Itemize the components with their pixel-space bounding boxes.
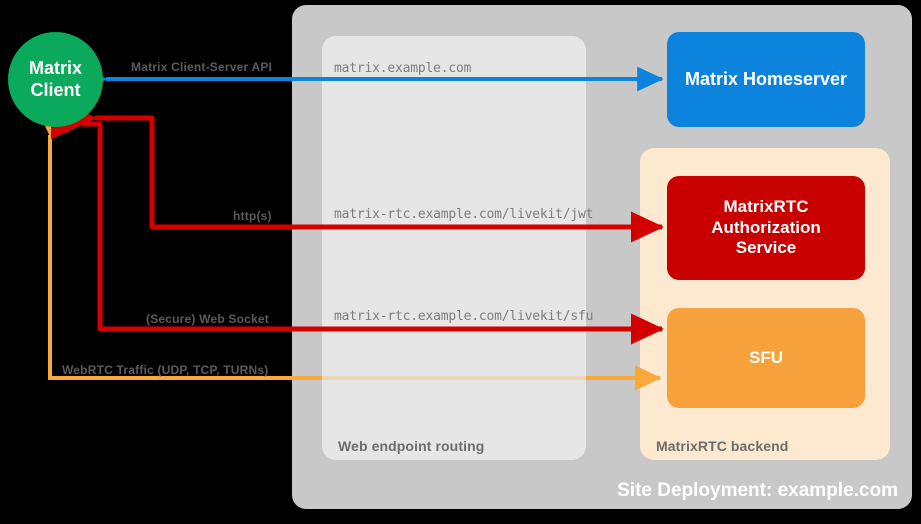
service-sfu[interactable]: SFU [667, 308, 865, 408]
endpoint-label-matrix: matrix.example.com [334, 61, 472, 76]
service-matrixrtc-authorization[interactable]: MatrixRTC Authorization Service [667, 176, 865, 280]
service-auth-label-line3: Service [735, 238, 797, 258]
node-matrix-client[interactable]: Matrix Client [8, 32, 103, 127]
client-label-line1: Matrix [28, 57, 82, 78]
flow-label-client-server-api: Matrix Client-Server API [131, 60, 273, 74]
service-auth-label-line1: MatrixRTC [723, 196, 809, 216]
flow-label-webrtc-traffic: WebRTC Traffic (UDP, TCP, TURNs) [62, 363, 269, 377]
connector-web-socket [51, 108, 665, 345]
flow-label-web-socket: (Secure) Web Socket [146, 312, 269, 326]
caption-web-endpoint-routing: Web endpoint routing [338, 438, 485, 454]
flow-label-https: http(s) [233, 209, 272, 223]
service-matrix-homeserver[interactable]: Matrix Homeserver [667, 32, 865, 127]
endpoint-label-livekit-sfu: matrix-rtc.example.com/livekit/sfu [334, 309, 594, 324]
client-label-line2: Client [30, 79, 81, 100]
service-sfu-label: SFU [749, 347, 783, 367]
service-auth-label-line2: Authorization [711, 217, 821, 237]
endpoint-label-livekit-jwt: matrix-rtc.example.com/livekit/jwt [334, 207, 594, 222]
caption-matrixrtc-backend: MatrixRTC backend [656, 438, 789, 454]
service-homeserver-label: Matrix Homeserver [684, 68, 848, 89]
caption-site-deployment: Site Deployment: example.com [617, 480, 898, 501]
